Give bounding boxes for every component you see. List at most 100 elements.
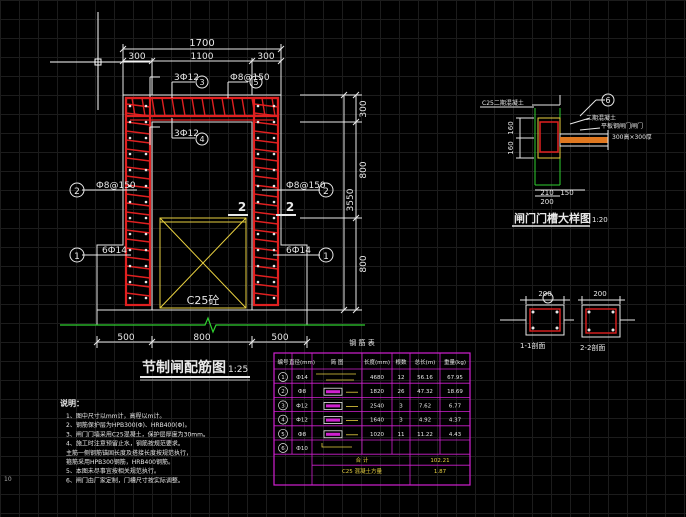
table-cell: 67.95 [447, 375, 463, 381]
dim-overall-width: 1700 [189, 38, 214, 49]
table-cell: 12 [398, 375, 405, 381]
table-cell: 4.43 [449, 432, 462, 438]
marker-1-right: 1 [323, 252, 329, 262]
table-cell: Ф14 [296, 375, 308, 381]
note-line: 2、钢筋保护层为HPB300(Φ)、HRB400(Φ)。 [66, 421, 191, 429]
dim-bottom-left: 500 [117, 333, 134, 343]
table-cell: Ф8 [298, 389, 307, 395]
section-2-dim: 200 [593, 290, 606, 298]
dim-top-right: 300 [257, 52, 274, 62]
note-line: 6、闸门由厂家定制，门槽尺寸按实际调整。 [66, 476, 184, 484]
detail-marker: 6 [605, 96, 610, 105]
dim-right-middle: 800 [359, 161, 369, 178]
table-cell: 3 [399, 418, 403, 424]
table-cell: 4 [281, 418, 285, 424]
table-cell: 4680 [370, 375, 384, 381]
label-bar5: Ф8@150 [230, 73, 270, 83]
callout-circles [69, 75, 334, 263]
table-header-cell: 重量(kg) [444, 358, 466, 366]
rebar-shape-sketch [321, 443, 352, 448]
leader-lines [82, 81, 320, 256]
notes-list: 1、图中尺寸以mm计，高程以m计。2、钢筋保护层为HPB300(Φ)、HRB40… [66, 412, 209, 484]
detail-dim-v2: 160 [507, 141, 515, 154]
table-row-marker [278, 386, 288, 397]
note-line: 箍筋采用HPB300钢筋，HRB400钢筋。 [66, 458, 174, 466]
rebar-shape-sketch [316, 373, 356, 381]
table-cell: 3 [399, 403, 403, 409]
table-concrete-value: 1.87 [434, 469, 447, 475]
table-cell: 47.32 [417, 389, 433, 395]
rebar-cage [124, 96, 280, 307]
table-cell: Ф12 [296, 418, 308, 424]
rebar-stirrups [125, 97, 279, 297]
gate-frame-outline [96, 94, 308, 325]
label-bar1-right: 6Ф14 [286, 246, 311, 256]
table-cell: 1020 [370, 432, 384, 438]
marker-3: 3 [199, 78, 204, 87]
note-line: 1、图中尺寸以mm计，高程以m计。 [66, 412, 165, 420]
table-row-marker [278, 414, 288, 425]
dim-right-top: 300 [359, 100, 369, 117]
dim-bottom-right: 500 [271, 333, 288, 343]
section-1-view [500, 292, 574, 336]
detail-dim-b3: 200 [540, 198, 553, 206]
note-line: 主筋一侧钢筋锚固长度及搭接长度按规范执行， [66, 449, 192, 457]
table-cell: 2540 [370, 403, 384, 409]
concrete-grade-label: C25砼 [187, 294, 220, 307]
label-bar3: 3Ф12 [174, 73, 199, 83]
marker-1-left: 1 [74, 252, 80, 262]
cad-crosshair-cursor [50, 12, 150, 110]
table-row-marker [278, 443, 288, 453]
table-concrete-label: C25 混凝土方量 [342, 467, 383, 475]
table-cell: 11.22 [417, 432, 433, 438]
table-cell: 2 [281, 389, 285, 395]
detail-concrete-label: C25二期混凝土 [482, 99, 524, 107]
section-1-lines [149, 76, 160, 145]
corner-number: 10 [4, 476, 12, 483]
detail-title: 闸门门槽大样图 [514, 211, 591, 225]
rebar-shape-sketch [323, 387, 358, 396]
bottom-dimension-lines [93, 336, 311, 348]
table-cell: 56.16 [417, 375, 433, 381]
rebar-longitudinal-bars [128, 104, 276, 300]
table-sum-value: 102.21 [430, 458, 449, 464]
marker-2-left: 2 [74, 187, 80, 197]
label-bar2-left: Ф8@150 [96, 181, 136, 191]
table-cell: Ф12 [296, 403, 308, 409]
section-mark-left: 2 [238, 200, 246, 214]
detail-dim-v1: 160 [507, 121, 515, 134]
table-title: 钢 筋 表 [349, 338, 374, 347]
section-2-title: 2-2剖面 [580, 343, 605, 352]
detail-label-b: 平板钢闸门闸门 [601, 122, 643, 130]
table-sum-label: 合 计 [356, 456, 369, 464]
table-header-cell: 简 图 [331, 358, 344, 366]
detail-dim-b2: 150 [560, 189, 573, 197]
main-drawing-title: 节制闸配筋图 [142, 359, 226, 376]
dim-right-total: 3550 [346, 188, 356, 211]
notes-heading: 说明： [60, 398, 84, 408]
table-cell: 6 [281, 446, 285, 452]
marker-4: 4 [199, 135, 204, 144]
dim-top-middle: 1100 [191, 52, 214, 62]
table-cell: 4.92 [419, 418, 431, 424]
table-row-marker [278, 372, 288, 382]
table-cell: 1 [281, 375, 285, 381]
dim-top-left: 300 [128, 52, 145, 62]
table-cell: Ф10 [296, 446, 308, 452]
table-cell: Ф8 [298, 432, 307, 438]
note-line: 4、施工时注意预留止水，钢筋按规范要求。 [66, 440, 184, 448]
table-row-marker [278, 428, 288, 439]
detail-label-a: 二期混凝土 [586, 114, 616, 122]
ground-line [60, 316, 365, 334]
rebar-shape-sketch [323, 401, 358, 410]
section-2-view [578, 296, 635, 338]
rebar-shape-sketch [323, 430, 358, 439]
marker-2-right: 2 [323, 187, 329, 197]
detail-label-c: 300高×300厚 [612, 133, 652, 141]
label-bar2-right: Ф8@150 [286, 181, 326, 191]
note-line: 5、本图未尽事宜按相关规范执行。 [66, 467, 160, 475]
table-header-cell: 长度(mm) [364, 358, 390, 366]
table-cell: 1640 [370, 418, 384, 424]
